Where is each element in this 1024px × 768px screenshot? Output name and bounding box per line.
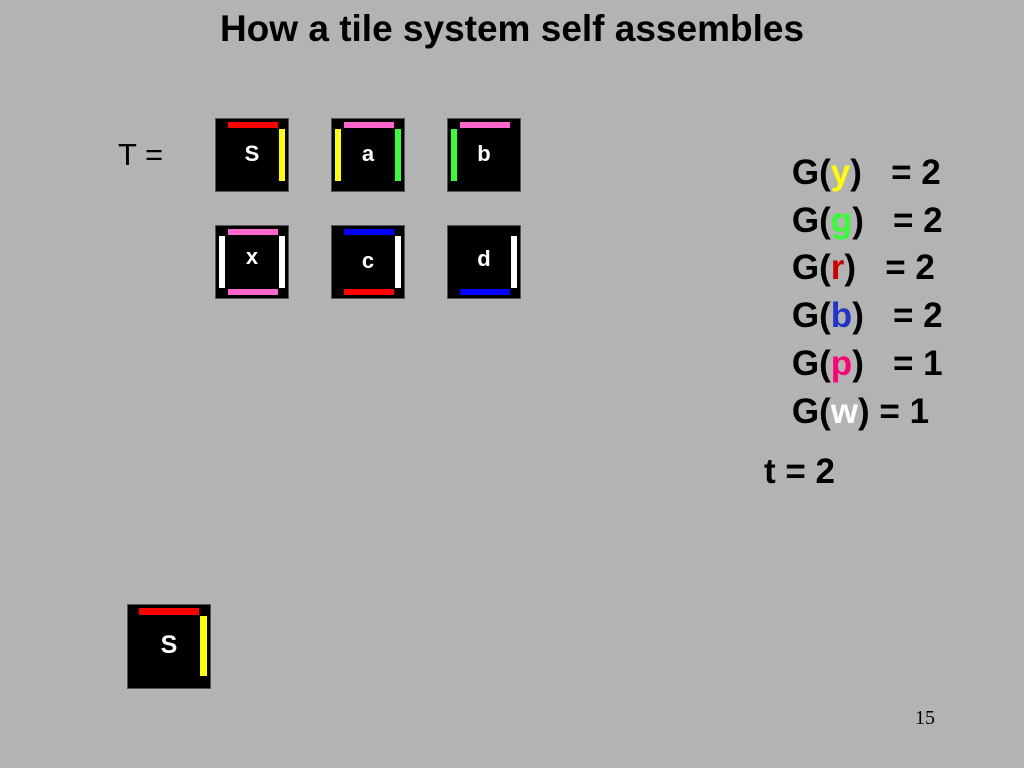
glue-bar-top	[344, 122, 394, 128]
glue-prefix: G(	[791, 153, 831, 192]
tile-a: a	[331, 118, 405, 192]
glue-bar-right	[200, 616, 207, 676]
tile-label: S	[244, 141, 260, 166]
glue-bar-top	[228, 122, 278, 128]
glue-bar-top	[344, 229, 394, 235]
glue-bar-left	[335, 129, 341, 181]
glue-bar-top	[228, 229, 278, 235]
glue-prefix: G(	[791, 296, 831, 335]
glue-strength-w: G(w) = 1	[753, 359, 929, 464]
glue-prefix: G(	[791, 392, 831, 431]
glue-bar-bottom	[228, 289, 278, 295]
tile-c: c	[331, 225, 405, 299]
tile-label: b	[477, 141, 491, 166]
glue-prefix: G(	[791, 344, 831, 383]
glue-prefix: G(	[791, 248, 831, 287]
glue-bar-bottom	[460, 289, 510, 295]
glue-strength-p: G(p) = 1	[753, 311, 943, 416]
glue-suffix: ) = 2	[844, 248, 935, 287]
page-number: 15	[915, 707, 935, 729]
tile-d: d	[447, 225, 521, 299]
seed-tile-label: S	[160, 631, 178, 659]
glue-bar-right	[279, 236, 285, 288]
glue-strength-r: G(r) = 2	[753, 215, 935, 320]
glue-bar-right	[395, 236, 401, 288]
glue-suffix: ) = 1	[858, 392, 930, 431]
tile-b: b	[447, 118, 521, 192]
glue-bar-top	[460, 122, 510, 128]
glue-name: g	[830, 201, 853, 240]
glue-suffix: ) = 2	[852, 296, 943, 335]
glue-bar-left	[451, 129, 457, 181]
glue-strength-b: G(b) = 2	[753, 263, 943, 368]
tile-x: x	[215, 225, 289, 299]
glue-prefix: G(	[791, 201, 831, 240]
glue-suffix: ) = 2	[852, 201, 943, 240]
glue-suffix: ) = 2	[850, 153, 941, 192]
glue-strength-y: G(y) = 2	[753, 120, 941, 225]
glue-strength-g: G(g) = 2	[753, 168, 943, 273]
tileset-label: T =	[118, 137, 164, 172]
glue-name: b	[830, 296, 853, 335]
temperature: t = 2	[764, 452, 836, 491]
glue-bar-right	[395, 129, 401, 181]
slide-title: How a tile system self assembles	[219, 8, 805, 49]
glue-bar-bottom	[344, 289, 394, 295]
glue-bar-left	[219, 236, 225, 288]
seed-tile: S	[127, 604, 211, 689]
tile-s: S	[215, 118, 289, 192]
glue-bar-top	[139, 608, 199, 615]
glue-name: r	[830, 248, 845, 287]
tile-label: a	[361, 141, 375, 166]
tile-label: c	[361, 248, 375, 273]
glue-name: w	[830, 392, 859, 431]
glue-bar-right	[279, 129, 285, 181]
glue-bar-right	[511, 236, 517, 288]
glue-name: y	[830, 153, 851, 192]
tile-label: x	[245, 244, 259, 269]
glue-suffix: ) = 1	[852, 344, 943, 383]
glue-name: p	[830, 344, 853, 383]
tile-label: d	[477, 246, 491, 271]
